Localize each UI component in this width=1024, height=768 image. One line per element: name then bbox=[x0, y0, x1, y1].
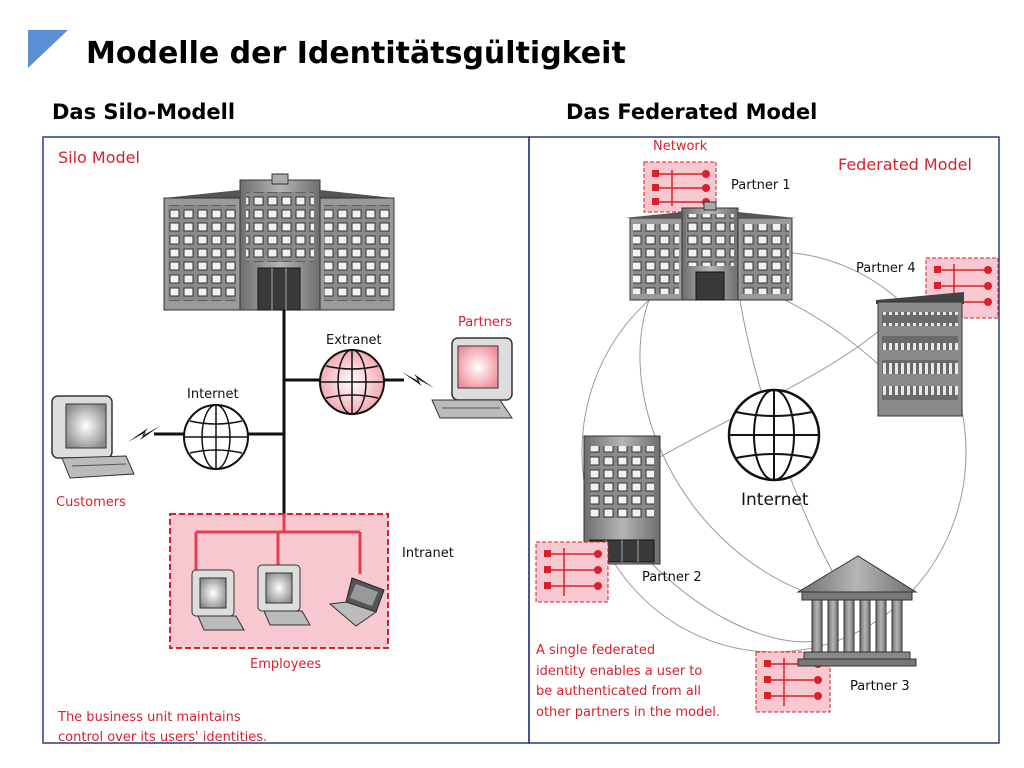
federated-internet-label: Internet bbox=[741, 490, 809, 510]
page-title: Modelle der Identitätsgültigkeit bbox=[86, 36, 626, 71]
partner1-building-icon bbox=[624, 201, 796, 301]
intranet-label: Intranet bbox=[402, 546, 454, 561]
extranet-globe-icon bbox=[319, 349, 385, 415]
federated-internet-globe-icon bbox=[727, 388, 821, 482]
internet-label: Internet bbox=[187, 387, 239, 402]
wireless-bolt-icon bbox=[128, 426, 160, 442]
internet-globe-icon bbox=[183, 404, 249, 470]
employee-computer-icon bbox=[191, 569, 245, 631]
partner2-network-icon bbox=[535, 541, 609, 603]
partner3-label: Partner 3 bbox=[850, 679, 910, 694]
federated-diagram bbox=[535, 161, 999, 713]
partner2-label: Partner 2 bbox=[642, 570, 702, 585]
wireless-bolt-icon bbox=[402, 372, 434, 388]
partners-label: Partners bbox=[458, 315, 513, 330]
federated-frame bbox=[528, 136, 1000, 744]
partner4-label: Partner 4 bbox=[856, 261, 916, 276]
partner4-building-icon bbox=[876, 292, 964, 417]
employee-computer-icon bbox=[257, 564, 311, 626]
silo-network-lines bbox=[154, 310, 404, 514]
customers-label: Customers bbox=[56, 495, 126, 510]
silo-model-title: Silo Model bbox=[58, 148, 140, 167]
employee-laptop-icon bbox=[328, 577, 385, 627]
federated-note: A single federated identity enables a us… bbox=[536, 641, 720, 723]
partner-computer-icon bbox=[431, 337, 513, 419]
federated-model-title: Federated Model bbox=[838, 155, 972, 174]
federated-heading: Das Federated Model bbox=[566, 100, 818, 124]
extranet-label: Extranet bbox=[326, 333, 382, 348]
silo-note: The business unit maintains control over… bbox=[58, 708, 267, 748]
customer-computer-icon bbox=[51, 395, 135, 479]
accent-triangle-icon bbox=[28, 30, 68, 68]
federated-note-line: A single federated bbox=[536, 643, 656, 658]
intranet-lines bbox=[194, 514, 362, 574]
partner1-label: Partner 1 bbox=[731, 178, 791, 193]
partner3-temple-icon bbox=[796, 555, 918, 667]
headquarters-building-icon bbox=[163, 173, 395, 311]
silo-heading: Das Silo-Modell bbox=[52, 100, 236, 124]
network-label: Network bbox=[653, 139, 708, 154]
silo-note-line: The business unit maintains bbox=[58, 710, 241, 725]
federated-note-line: be authenticated from all bbox=[536, 684, 702, 699]
employees-label: Employees bbox=[250, 657, 322, 672]
federated-note-line: identity enables a user to bbox=[536, 663, 703, 679]
silo-note-line: control over its users' identities. bbox=[58, 730, 268, 745]
federated-note-line: other partners in the model. bbox=[536, 704, 720, 720]
silo-diagram bbox=[51, 173, 513, 649]
